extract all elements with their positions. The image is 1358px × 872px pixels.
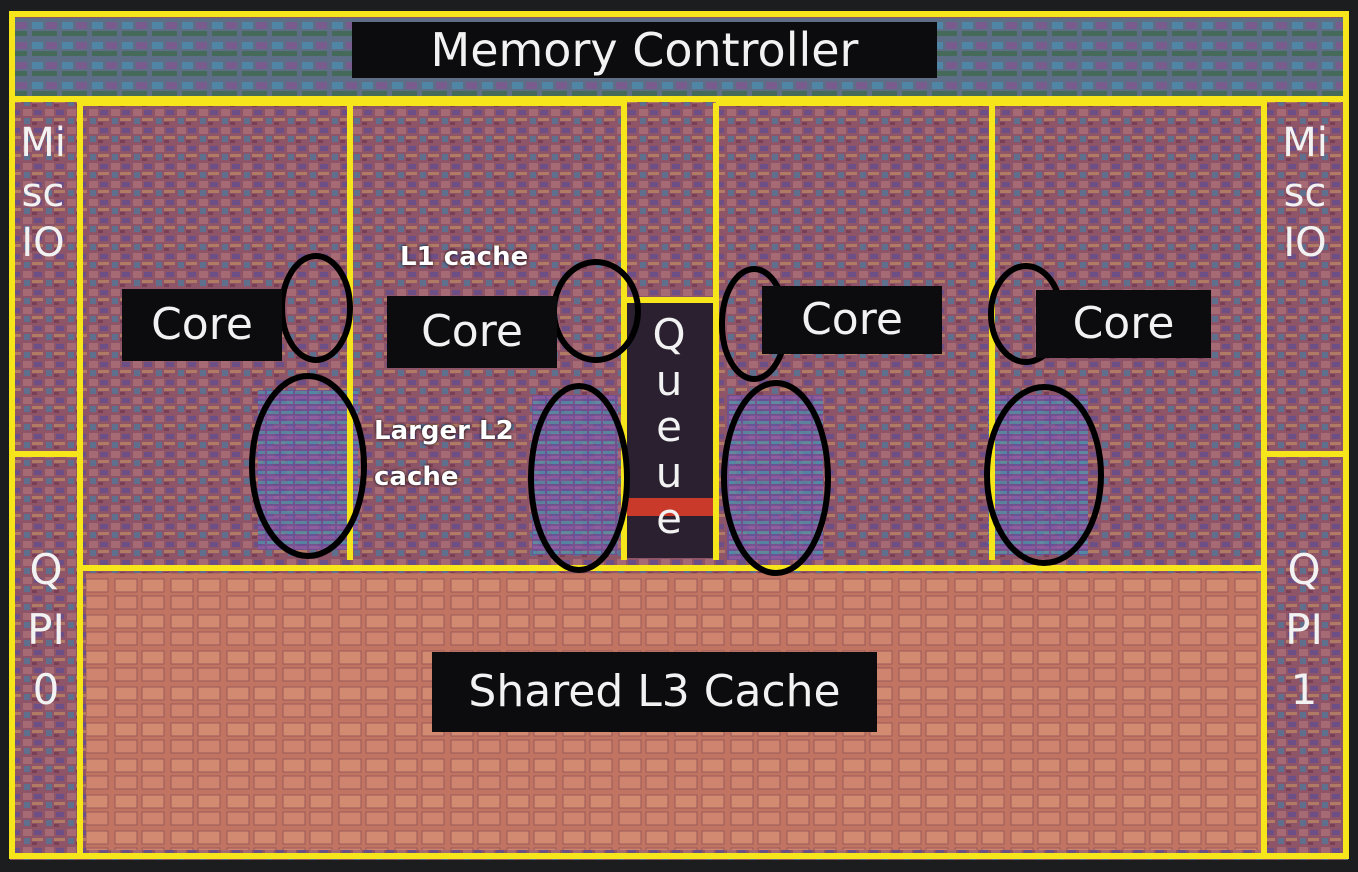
qpi-1-label: QPI1 <box>1285 545 1323 714</box>
l2-cache-annotation-line2: cache <box>374 462 459 492</box>
l2-patch-2 <box>532 395 618 555</box>
l2-ellipse-2 <box>528 383 630 573</box>
l2-ellipse-4 <box>984 384 1104 566</box>
l2-patch-3 <box>727 395 823 560</box>
shared-l3-cache-label: Shared L3 Cache <box>432 652 877 732</box>
memory-controller-label: Memory Controller <box>352 22 937 78</box>
queue-stripe <box>627 498 715 516</box>
core-label-4: Core <box>1036 290 1211 358</box>
l2-ellipse-1 <box>249 373 367 559</box>
l2-ellipse-3 <box>721 380 831 576</box>
misc-io-left-label: MiscIO <box>20 120 66 266</box>
block-outlines <box>9 11 1349 859</box>
core-label-2: Core <box>387 296 557 368</box>
qpi-0-label: QPI0 <box>27 545 65 714</box>
l2-patch-1 <box>258 390 358 550</box>
l2-patch-4 <box>988 395 1088 555</box>
l1-cache-annotation: L1 cache <box>400 242 529 272</box>
core-label-1: Core <box>122 289 282 361</box>
core-label-3: Core <box>762 286 942 354</box>
l2-cache-annotation-line1: Larger L2 <box>374 416 514 446</box>
misc-io-right-label: MiscIO <box>1282 120 1328 266</box>
outer-outline <box>9 11 1349 859</box>
ellipses <box>249 253 1104 576</box>
l1-ellipse-1 <box>279 253 353 363</box>
queue-label: Queue <box>652 310 686 543</box>
